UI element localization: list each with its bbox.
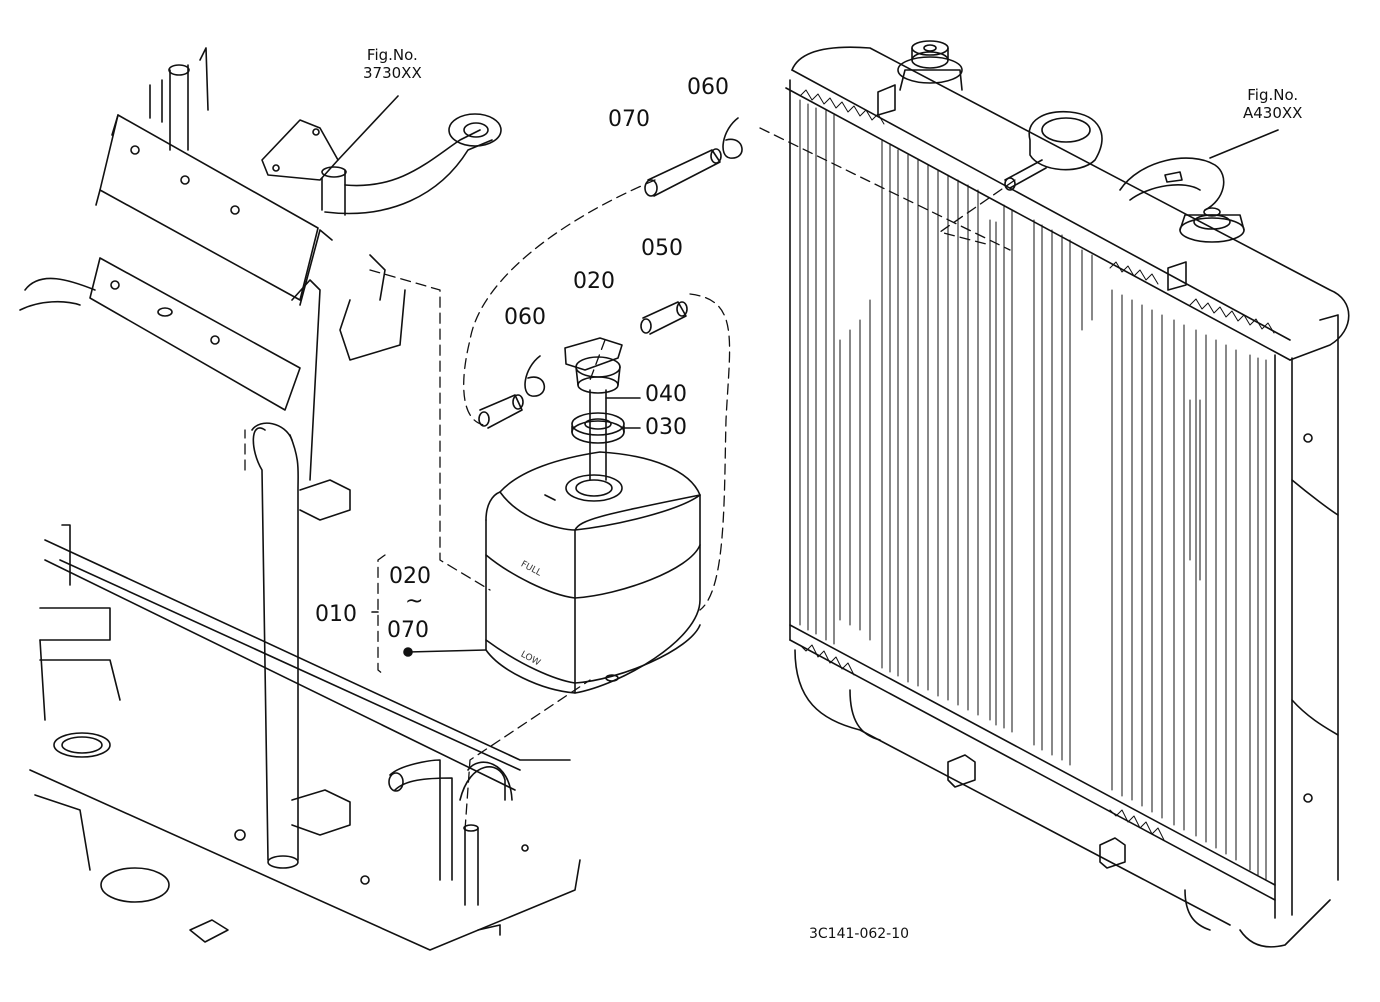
drawing-code: 3C141-062-10 <box>808 922 911 946</box>
range-end-label: 070 <box>386 618 430 643</box>
part-010-leader <box>371 611 487 657</box>
part-070-label: 070 <box>607 107 651 132</box>
radiator-core <box>799 99 1267 881</box>
reserve-tank-010 <box>485 451 701 694</box>
part-040-label: 040 <box>644 382 688 407</box>
assembly-lines <box>244 127 1016 831</box>
fig-ref-a430-line1: Fig.No. <box>1247 86 1299 104</box>
part-020-label: 020 <box>572 269 616 294</box>
washer-030 <box>571 412 625 444</box>
hose-lower <box>478 394 524 429</box>
fig-ref-3730: Fig.No. 3730XX <box>362 46 423 82</box>
part-060-lower-label: 060 <box>503 305 547 330</box>
fig-a430-leader <box>1209 129 1279 159</box>
part-050-label: 050 <box>640 236 684 261</box>
part-010-label: 010 <box>314 602 358 627</box>
part-060-upper-label: 060 <box>686 75 730 100</box>
hose-070-upper <box>644 148 722 197</box>
fig-ref-3730-line2: 3730XX <box>363 64 422 82</box>
range-separator: ~ <box>404 589 425 614</box>
clip-060-lower <box>524 355 546 397</box>
fig-ref-a430-line2: A430XX <box>1243 104 1303 122</box>
cap-020 <box>564 337 623 394</box>
fig-3730-leader <box>337 95 399 161</box>
fig-ref-3730-line1: Fig.No. <box>366 46 418 64</box>
range-start-label: 020 <box>388 564 432 589</box>
clip-060-upper <box>722 117 743 159</box>
hose-050 <box>640 301 688 335</box>
part-030-label: 030 <box>644 415 688 440</box>
fig-ref-a430: Fig.No. A430XX <box>1242 86 1304 122</box>
frame-assembly <box>19 47 581 951</box>
radiator <box>785 40 1350 948</box>
radiator-fin-top <box>799 89 1275 841</box>
